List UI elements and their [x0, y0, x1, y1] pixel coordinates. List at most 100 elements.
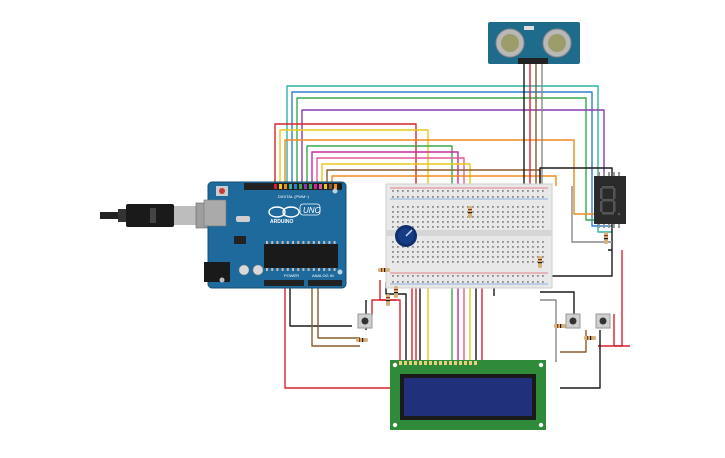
- lcd-pin[interactable]: [439, 361, 442, 365]
- digital-pin[interactable]: [284, 184, 287, 189]
- chip-pin: [333, 241, 336, 244]
- breadboard-hole: [522, 261, 524, 263]
- chip-pin: [297, 268, 300, 271]
- breadboard-hole: [467, 256, 469, 258]
- breadboard-hole: [482, 241, 484, 243]
- digital-pin[interactable]: [329, 184, 332, 189]
- breadboard-hole: [477, 211, 479, 213]
- breadboard-hole: [492, 275, 494, 277]
- breadboard-hole: [482, 216, 484, 218]
- push-button-right[interactable]: [595, 313, 611, 329]
- lcd-pin[interactable]: [444, 361, 447, 365]
- breadboard-hole: [437, 261, 439, 263]
- push-button-middle[interactable]: [565, 313, 581, 329]
- wire-pwr-red[interactable]: [284, 282, 392, 389]
- digital-pin[interactable]: [294, 184, 297, 189]
- wire-teal[interactable]: [286, 85, 612, 233]
- breadboard-hole: [412, 226, 414, 228]
- breadboard-hole: [482, 196, 484, 198]
- lcd-pin[interactable]: [469, 361, 472, 365]
- lcd-pin[interactable]: [429, 361, 432, 365]
- digital-pin[interactable]: [314, 184, 317, 189]
- breadboard-hole: [522, 216, 524, 218]
- breadboard-hole: [417, 281, 419, 283]
- lcd-pin[interactable]: [454, 361, 457, 365]
- breadboard-hole: [457, 261, 459, 263]
- lcd-pin[interactable]: [419, 361, 422, 365]
- wire-7seg-black[interactable]: [539, 167, 613, 251]
- digital-pin[interactable]: [299, 184, 302, 189]
- lcd-pin[interactable]: [399, 361, 402, 365]
- lcd-pin[interactable]: [464, 361, 467, 365]
- lcd-16x2[interactable]: [390, 360, 546, 430]
- lcd-pin[interactable]: [449, 361, 452, 365]
- segment-pin[interactable]: [608, 172, 610, 176]
- segment-pin[interactable]: [618, 224, 620, 228]
- digital-pin[interactable]: [339, 184, 342, 189]
- breadboard-hole: [527, 190, 529, 192]
- digital-pin[interactable]: [304, 184, 307, 189]
- lcd-pin[interactable]: [474, 361, 477, 365]
- segment-pin[interactable]: [613, 172, 615, 176]
- ultrasonic-sensor[interactable]: [488, 22, 580, 64]
- seven-segment-display[interactable]: [594, 172, 626, 228]
- digital-pin[interactable]: [319, 184, 322, 189]
- breadboard-hole: [427, 226, 429, 228]
- chip-pin: [302, 241, 305, 244]
- wire-analog-brown-2[interactable]: [317, 282, 360, 339]
- segment-pin[interactable]: [608, 224, 610, 228]
- segment-pin[interactable]: [618, 172, 620, 176]
- lcd-pin[interactable]: [434, 361, 437, 365]
- arduino-uno[interactable]: ARDUINO UNO DIGITAL (PWM~) POWER ANALOG …: [203, 181, 347, 289]
- wire-bb-gray-2[interactable]: [540, 299, 557, 362]
- wire-bb-black-2[interactable]: [540, 291, 575, 316]
- potentiometer[interactable]: [395, 225, 417, 247]
- wire-btn-brown-3[interactable]: [560, 330, 587, 353]
- resistor-band: [394, 292, 398, 294]
- segment-pin[interactable]: [598, 172, 600, 176]
- digital-header-label: DIGITAL (PWM~): [278, 194, 310, 199]
- breadboard-hole: [457, 226, 459, 228]
- breadboard-hole: [522, 211, 524, 213]
- digital-pin[interactable]: [279, 184, 282, 189]
- breadboard-hole: [522, 281, 524, 283]
- segment-pin[interactable]: [603, 172, 605, 176]
- breadboard-hole: [512, 251, 514, 253]
- segment-pin[interactable]: [613, 224, 615, 228]
- wire-bb-red-1[interactable]: [598, 250, 623, 347]
- digital-pin[interactable]: [324, 184, 327, 189]
- segment-pin[interactable]: [603, 224, 605, 228]
- wire-pwr-black[interactable]: [289, 282, 352, 327]
- push-button-left[interactable]: [357, 313, 373, 329]
- breadboard-hole: [467, 241, 469, 243]
- lcd-pin[interactable]: [459, 361, 462, 365]
- breadboard-hole: [462, 221, 464, 223]
- breadboard-hole: [472, 281, 474, 283]
- lcd-pin[interactable]: [404, 361, 407, 365]
- segment-pin[interactable]: [598, 224, 600, 228]
- wire-analog-brown-1[interactable]: [311, 282, 360, 347]
- breadboard-hole: [437, 211, 439, 213]
- breadboard-hole: [482, 251, 484, 253]
- digital-pin[interactable]: [289, 184, 292, 189]
- breadboard-hole: [397, 281, 399, 283]
- wire-btn-red-3[interactable]: [613, 314, 630, 347]
- lcd-pin[interactable]: [424, 361, 427, 365]
- breadboard-hole: [522, 275, 524, 277]
- wire-btnL-red[interactable]: [371, 299, 396, 316]
- wires: [274, 64, 630, 389]
- wire-7seg-gray[interactable]: [571, 186, 612, 243]
- breadboard-hole: [492, 241, 494, 243]
- wire-btn-black-3[interactable]: [560, 330, 601, 389]
- breadboard-hole: [397, 246, 399, 248]
- resistor-band: [604, 235, 608, 237]
- breadboard-hole: [457, 256, 459, 258]
- lcd-pin[interactable]: [409, 361, 412, 365]
- wire-orange-2[interactable]: [331, 175, 557, 186]
- digital-pin[interactable]: [309, 184, 312, 189]
- digital-pin[interactable]: [274, 184, 277, 189]
- breadboard-hole: [457, 221, 459, 223]
- digital-pin[interactable]: [334, 184, 337, 189]
- wire-orange[interactable]: [284, 139, 612, 215]
- lcd-pin[interactable]: [414, 361, 417, 365]
